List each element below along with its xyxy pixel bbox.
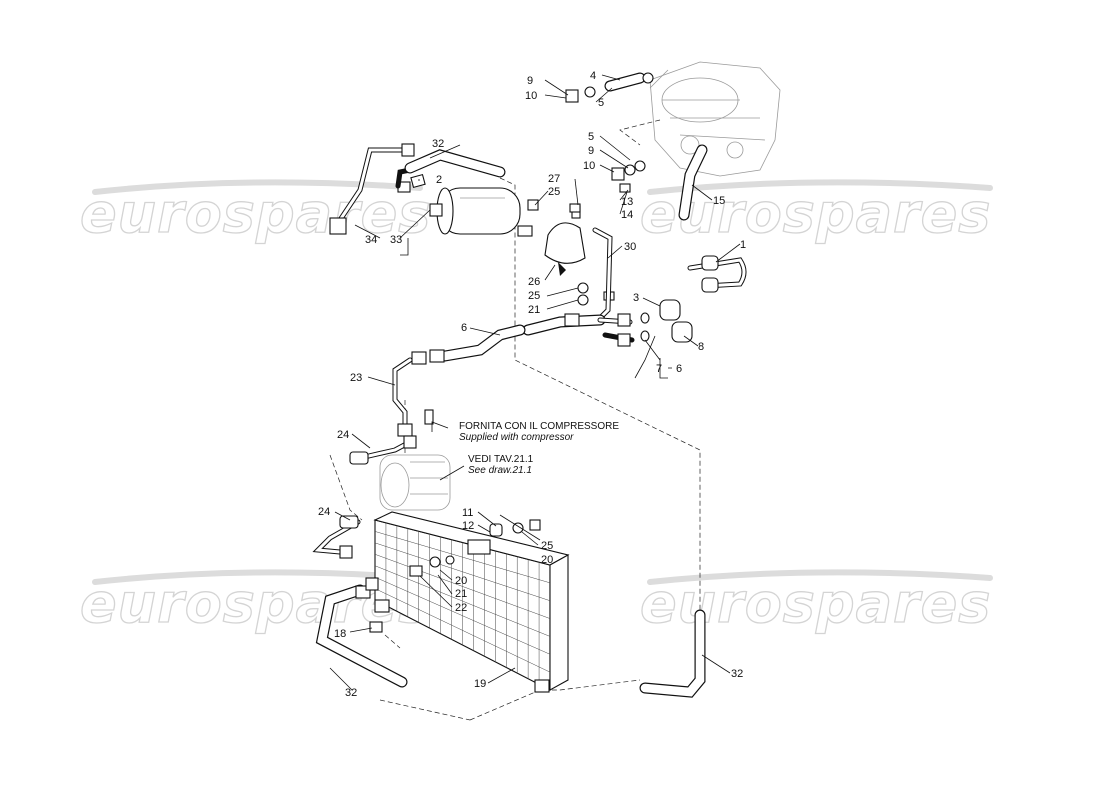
fitting-2 (397, 173, 426, 193)
note-see-drawing: VEDI TAV.21.1 See draw.21.1 (468, 454, 534, 476)
hose-32-lower-right (639, 609, 706, 698)
callout-10: 10 (525, 90, 537, 102)
condenser (373, 511, 570, 693)
callout-30: 30 (624, 241, 636, 253)
drier-bracket (544, 205, 586, 276)
callout-9: 9 (527, 75, 533, 87)
pipe-30 (592, 227, 613, 321)
callout-11: 11 (462, 507, 473, 519)
note-see-en: See draw.21.1 (468, 465, 532, 476)
condenser-fins (374, 522, 551, 685)
callout-9: 9 (588, 145, 594, 157)
svg-text:eurospares: eurospares (640, 572, 991, 635)
svg-text:eurospares: eurospares (80, 182, 431, 245)
callout-25: 25 (528, 290, 540, 302)
callout-32: 32 (432, 138, 444, 150)
callout-7: 7 (656, 363, 662, 375)
callout-23: 23 (350, 372, 362, 384)
hose-6-upper (522, 313, 606, 336)
callout-24: 24 (318, 506, 330, 518)
callout-8: 8 (698, 341, 704, 353)
callout-27: 27 (548, 173, 560, 185)
hose-32-lower-left (315, 577, 408, 688)
callout-2: 2 (436, 174, 442, 186)
callout-5: 5 (598, 97, 604, 109)
callout-13: 13 (621, 196, 633, 208)
callout-32: 32 (345, 687, 357, 699)
callout-6: 6 (676, 363, 682, 375)
note-supplied-en: Supplied with compressor (459, 432, 574, 443)
note-see-it: VEDI TAV.21.1 (468, 454, 534, 465)
pressure-switch-cable (329, 143, 415, 235)
watermark-bottom-right: eurospares (639, 569, 993, 636)
hose-6-lower (411, 324, 526, 365)
callout-21: 21 (528, 304, 540, 316)
compressor-outline (379, 454, 451, 511)
callout-4: 4 (590, 70, 596, 82)
part-1-union (687, 255, 747, 293)
callout-25: 25 (541, 540, 553, 552)
callout-20: 20 (541, 554, 553, 566)
callout-14: 14 (621, 209, 633, 221)
leader-lines (329, 74, 741, 691)
watermark-top-left: eurospares (79, 179, 431, 246)
callout-24: 24 (337, 429, 349, 441)
callout-34: 34 (365, 234, 377, 246)
callout-labels: 9 10 4 5 5 9 10 13 14 15 32 2 34 33 27 2… (318, 70, 746, 699)
callout-1: 1 (740, 239, 746, 251)
callout-22: 22 (455, 602, 467, 614)
watermark-top-right: eurospares (639, 179, 993, 246)
callout-20: 20 (455, 575, 467, 587)
hose-15 (678, 144, 708, 221)
svg-text:eurospares: eurospares (640, 182, 991, 245)
callout-6: 6 (461, 322, 467, 334)
callout-32: 32 (731, 668, 743, 680)
pipe-24-upper (349, 435, 417, 465)
hose-32-top (404, 149, 506, 178)
callout-10: 10 (583, 160, 595, 172)
callout-12: 12 (462, 520, 474, 532)
engine-outline (619, 61, 781, 177)
callout-5: 5 (588, 131, 594, 143)
callout-21: 21 (455, 588, 467, 600)
callout-19: 19 (474, 678, 486, 690)
condenser-fasteners (369, 519, 541, 633)
callout-3: 3 (633, 292, 639, 304)
note-supplied-it: FORNITA CON IL COMPRESSORE (459, 421, 619, 432)
fittings-3-7-8 (597, 299, 693, 347)
receiver-drier (429, 187, 533, 237)
note-supplied-with-compressor: FORNITA CON IL COMPRESSORE Supplied with… (459, 421, 619, 443)
callout-25: 25 (548, 186, 560, 198)
callout-26: 26 (528, 276, 540, 288)
top-fittings (565, 72, 654, 103)
callout-15: 15 (713, 195, 725, 207)
bolt-27 (527, 199, 581, 213)
callout-33: 33 (390, 234, 402, 246)
pipe-23 (392, 357, 434, 437)
callout-18: 18 (334, 628, 346, 640)
right-fittings (611, 160, 646, 193)
pipe-24-lower (312, 515, 361, 559)
